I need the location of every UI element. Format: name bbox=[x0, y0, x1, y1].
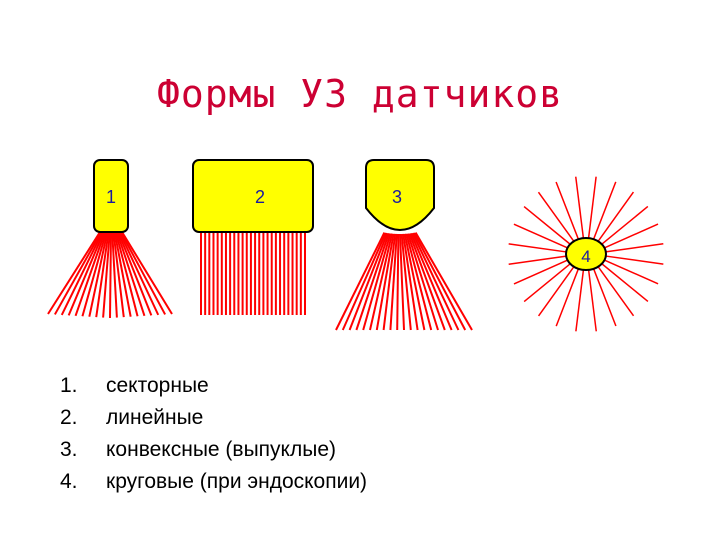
convex-beams bbox=[335, 232, 473, 331]
beam-line bbox=[396, 233, 400, 331]
convex-probe-label: 3 bbox=[392, 187, 402, 207]
beam-line bbox=[369, 233, 393, 331]
beam-line bbox=[603, 255, 664, 265]
legend-item: 2. линейные bbox=[60, 402, 367, 434]
beam-line bbox=[74, 231, 106, 317]
beam-line bbox=[402, 233, 419, 331]
radial-probe-body bbox=[565, 237, 607, 271]
beam-line bbox=[596, 191, 635, 244]
beam-line bbox=[599, 261, 649, 303]
sector-probe-label: 1 bbox=[106, 187, 116, 207]
beam-line bbox=[403, 233, 426, 331]
beam-line bbox=[414, 232, 473, 331]
beam-line bbox=[112, 231, 125, 318]
probe-types-legend: 1. секторные 2. линейные 3. конвексные (вып… bbox=[60, 370, 367, 498]
sector-probe-body bbox=[93, 159, 129, 233]
linear-beams bbox=[200, 232, 306, 315]
beam-line bbox=[508, 255, 569, 265]
beam-line bbox=[382, 233, 397, 331]
beam-line bbox=[410, 232, 453, 331]
beam-line bbox=[348, 232, 389, 331]
beam-line bbox=[555, 181, 580, 242]
radial-probe-label: 4 bbox=[581, 247, 590, 266]
beam-line bbox=[513, 223, 570, 250]
beam-line bbox=[355, 232, 390, 331]
beam-line bbox=[54, 231, 103, 315]
beam-line bbox=[555, 266, 580, 327]
convex-probe: 3 bbox=[335, 159, 473, 331]
legend-number: 1. bbox=[60, 374, 78, 397]
beam-line bbox=[117, 231, 153, 316]
beam-line bbox=[592, 181, 617, 242]
beam-line bbox=[405, 233, 433, 331]
beam-line bbox=[587, 176, 597, 241]
beam-line bbox=[362, 233, 392, 331]
beam-line bbox=[413, 232, 467, 331]
beam-line bbox=[411, 232, 460, 331]
linear-probe: 2 bbox=[192, 159, 314, 315]
beam-line bbox=[109, 231, 112, 319]
beam-line bbox=[95, 231, 110, 318]
beam-line bbox=[81, 231, 108, 317]
legend-item: 4. круговые (при эндоскопии) bbox=[60, 466, 367, 498]
legend-item: 3. конвексные (выпуклые) bbox=[60, 434, 367, 466]
beam-line bbox=[118, 231, 160, 316]
radial-beams bbox=[508, 176, 664, 332]
legend-number: 4. bbox=[60, 470, 78, 493]
beam-line bbox=[596, 264, 635, 317]
beam-line bbox=[389, 233, 398, 331]
legend-number: 2. bbox=[60, 406, 78, 429]
convex-probe-body bbox=[365, 159, 435, 231]
beam-line bbox=[602, 223, 659, 250]
beam-line bbox=[587, 267, 597, 332]
beam-line bbox=[602, 258, 659, 285]
beam-line bbox=[408, 233, 446, 331]
beam-line bbox=[67, 231, 105, 316]
beam-line bbox=[113, 231, 132, 317]
beam-line bbox=[400, 233, 412, 331]
legend-item: 1. секторные bbox=[60, 370, 367, 402]
beam-line bbox=[119, 231, 166, 315]
legend-text: линейные bbox=[106, 406, 204, 429]
legend-number: 3. bbox=[60, 438, 78, 461]
beam-line bbox=[399, 233, 405, 331]
page-title: Формы УЗ датчиков bbox=[157, 72, 563, 116]
beam-line bbox=[537, 191, 576, 244]
beam-line bbox=[335, 232, 386, 331]
beam-line bbox=[116, 231, 146, 317]
beam-line bbox=[102, 231, 111, 318]
sector-beams bbox=[47, 231, 173, 319]
beam-line bbox=[60, 231, 104, 316]
beam-line bbox=[341, 232, 387, 331]
beam-line bbox=[111, 231, 118, 318]
legend-text: круговые (при эндоскопии) bbox=[106, 470, 368, 493]
beam-line bbox=[537, 264, 576, 317]
legend-text: конвексные (выпуклые) bbox=[106, 438, 336, 461]
sector-probe: 1 bbox=[47, 159, 173, 319]
beam-line bbox=[114, 231, 139, 317]
beam-line bbox=[603, 243, 664, 253]
radial-probe: 4 bbox=[508, 176, 664, 332]
beam-line bbox=[592, 266, 617, 327]
beam-line bbox=[523, 261, 573, 303]
beam-line bbox=[513, 258, 570, 285]
beam-line bbox=[508, 243, 569, 253]
beam-line bbox=[575, 176, 585, 241]
beam-line bbox=[523, 205, 573, 247]
beam-line bbox=[407, 233, 439, 331]
beam-line bbox=[599, 205, 649, 247]
beam-line bbox=[88, 231, 109, 317]
linear-probe-body bbox=[192, 159, 314, 233]
beam-line bbox=[375, 233, 395, 331]
legend-text: секторные bbox=[106, 374, 209, 397]
beam-line bbox=[575, 267, 585, 332]
linear-probe-label: 2 bbox=[255, 187, 265, 207]
beam-line bbox=[121, 231, 173, 315]
beam-line bbox=[47, 231, 101, 315]
